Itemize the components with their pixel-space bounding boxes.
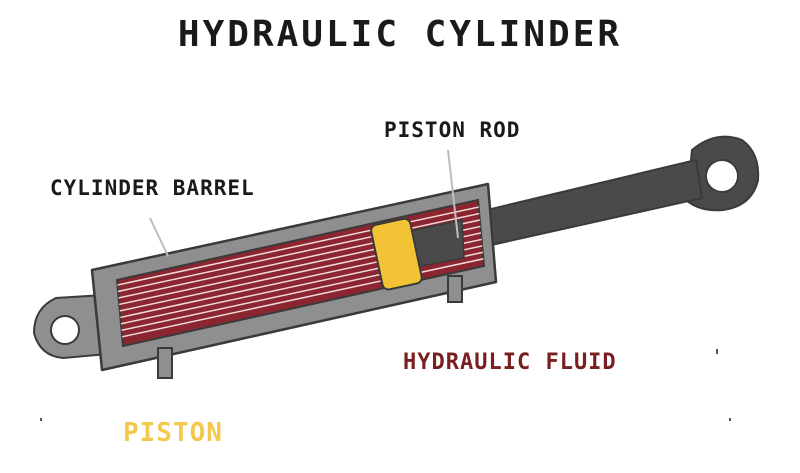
- fluid-streak: [117, 210, 484, 294]
- fluid-streak: [117, 256, 484, 341]
- speck: [729, 418, 731, 421]
- barrel-foot-left: [157, 347, 173, 379]
- fluid-streak: [117, 203, 484, 288]
- base-eye-hole: [50, 315, 80, 345]
- barrel-foot-right: [447, 275, 463, 303]
- rod-end-eye: [684, 135, 760, 212]
- speck: [40, 418, 42, 421]
- piston-rod-pointer: [447, 149, 459, 239]
- piston: [370, 217, 423, 291]
- speck: [716, 349, 718, 354]
- cylinder-barrel-label: CYLINDER BARREL: [50, 176, 255, 200]
- base-mount-eye: [32, 293, 110, 360]
- page-title: HYDRAULIC CYLINDER: [177, 14, 623, 55]
- hydraulic-fluid-label: HYDRAULIC FLUID: [403, 350, 617, 375]
- piston-rod-label: PISTON ROD: [384, 118, 521, 142]
- piston-label: PISTON: [123, 418, 223, 448]
- rod-eye-hole: [705, 159, 739, 193]
- cylinder-barrel-pointer: [149, 217, 169, 257]
